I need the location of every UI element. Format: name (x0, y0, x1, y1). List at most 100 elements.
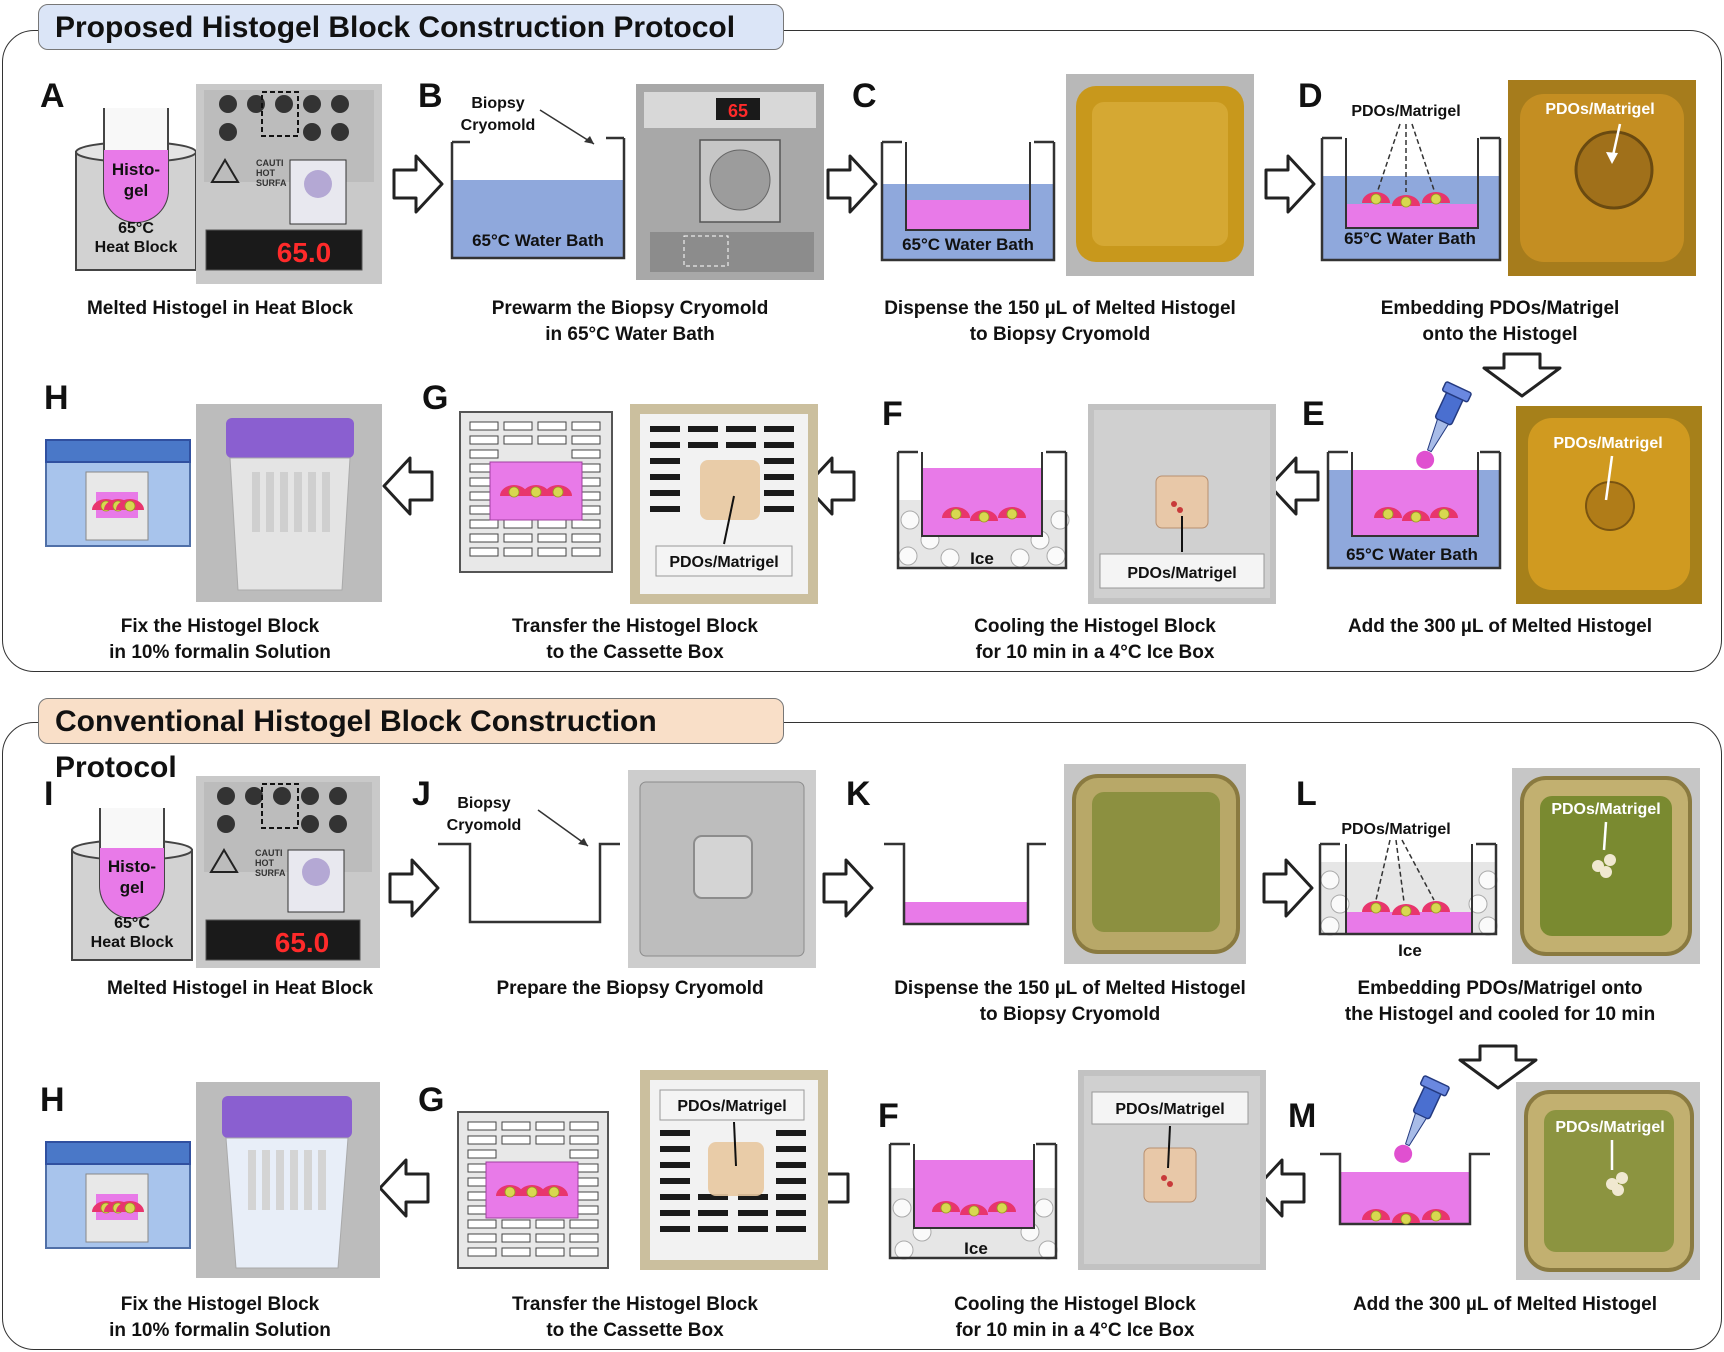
step-letter: D (1298, 77, 1323, 115)
pipette-icon (1407, 380, 1473, 475)
cooled-block-photo: PDOs/Matrigel (1088, 404, 1276, 604)
ice-label: Ice (964, 1239, 988, 1258)
arrow-down (1458, 1044, 1538, 1090)
display-readout: 65 (728, 101, 748, 121)
arrow-right (388, 858, 440, 918)
pdos-label: PDOs/Matrigel (1551, 801, 1660, 818)
proposed-panel (2, 30, 1722, 672)
histo-label: Histo- (112, 160, 160, 179)
water-bath-label: 65°C Water Bath (1346, 545, 1478, 564)
arrow-right (392, 154, 444, 214)
pdos-label: PDOs/Matrigel (677, 1098, 786, 1115)
arrow-right (822, 858, 874, 918)
hot-text: HOT (255, 858, 275, 868)
heat-block-diagram: Histo- gel 65°C Heat Block (71, 808, 193, 961)
formalin-photo (196, 404, 382, 602)
step-letter: M (1288, 1097, 1317, 1135)
cryomold-label: Cryomold (461, 117, 536, 134)
cryomold-diagram: Biopsy Cryomold (438, 795, 620, 924)
pdos-label: PDOs/Matrigel (1115, 1101, 1224, 1118)
display-readout: 65.0 (275, 927, 330, 958)
surface-text: SURFA (256, 178, 287, 188)
biopsy-label: Biopsy (457, 795, 510, 812)
water-bath-cryomold: 65°C Water Bath Biopsy Cryomold (450, 95, 626, 260)
step-letter: C (852, 77, 877, 115)
conventional-title: Conventional Histogel Block Construction… (38, 698, 784, 784)
water-bath-photo: 65 (636, 84, 824, 280)
step-letter: L (1296, 775, 1317, 813)
arrow-right (1262, 858, 1314, 918)
arrow-left (1268, 456, 1320, 516)
step-caption: Melted Histogel in Heat Block (106, 978, 374, 999)
arrow-left (382, 456, 434, 516)
formalin-photo (196, 1082, 380, 1278)
step-letter: H (40, 1081, 65, 1119)
biopsy-label: Biopsy (471, 95, 524, 112)
step-letter: B (418, 77, 443, 115)
arrow-right (826, 154, 878, 214)
add-histogel-diagram: 65°C Water Bath (1326, 450, 1502, 570)
temp-label: 65°C (118, 220, 154, 237)
pdos-label: PDOs/Matrigel (1127, 565, 1236, 582)
gel-label: gel (120, 878, 145, 897)
step-letter: F (882, 395, 903, 433)
water-bath-gel: 65°C Water Bath (880, 140, 1056, 262)
water-bath-label: 65°C Water Bath (472, 231, 604, 250)
ice-box-diagram: Ice (888, 1142, 1058, 1260)
heat-block-photo: CAUTI HOT SURFA 65.0 (196, 84, 382, 284)
hot-text: HOT (256, 168, 276, 178)
arrow-left (378, 1158, 430, 1218)
pipette-icon (1385, 1074, 1451, 1169)
water-bath-label: 65°C Water Bath (902, 235, 1034, 254)
embed-pdos-ice-diagram: PDOs/Matrigel Ice (1318, 821, 1498, 960)
arrow-right (1264, 154, 1316, 214)
step-letter: J (412, 775, 431, 813)
gel-label: gel (124, 181, 149, 200)
heat-block-diagram: Histo- gel 65°C Heat Block (75, 108, 197, 271)
proposed-title: Proposed Histogel Block Construction Pro… (38, 4, 784, 50)
formalin-container-diagram (45, 1141, 191, 1249)
step-letter: E (1302, 395, 1325, 433)
pdos-label: PDOs/Matrigel (1555, 1119, 1664, 1136)
arrow-down (1482, 352, 1562, 398)
surface-text: SURFA (255, 868, 286, 878)
pdos-label: PDOs/Matrigel (1553, 435, 1662, 452)
ice-box-diagram: Ice (896, 450, 1070, 570)
step-letter: G (418, 1081, 445, 1119)
embed-photo: PDOs/Matrigel (1512, 768, 1700, 964)
cryomold-label: Cryomold (447, 817, 522, 834)
formalin-container-diagram (45, 439, 191, 547)
caution-text: CAUTI (256, 158, 284, 168)
caution-text: CAUTI (255, 848, 283, 858)
display-readout: 65.0 (277, 237, 332, 268)
step-letter: I (44, 775, 54, 813)
cooled-block-photo: PDOs/Matrigel (1078, 1070, 1266, 1270)
step-letter: K (846, 775, 871, 813)
cassette-photo: PDOs/Matrigel (640, 1070, 828, 1270)
pdos-label: PDOs/Matrigel (1545, 101, 1654, 118)
gel-photo (1064, 764, 1246, 964)
pdos-label: PDOs/Matrigel (669, 554, 778, 571)
histo-label: Histo- (108, 857, 156, 876)
step-caption: Add the 300 µL of Melted Histogel (1347, 616, 1653, 637)
step-letter: F (878, 1097, 899, 1135)
add-histogel-photo: PDOs/Matrigel (1516, 1082, 1700, 1280)
step-caption: Prepare the Biopsy Cryomold (496, 978, 764, 999)
heat-block-label: Heat Block (91, 934, 174, 951)
ice-label: Ice (1398, 941, 1422, 960)
cryomold-gel-diagram (884, 842, 1046, 926)
step-letter: H (44, 379, 69, 417)
heat-block-photo: CAUTI HOT SURFA 65.0 (196, 776, 380, 968)
ice-label: Ice (970, 549, 994, 568)
pdos-label: PDOs/Matrigel (1351, 103, 1460, 120)
